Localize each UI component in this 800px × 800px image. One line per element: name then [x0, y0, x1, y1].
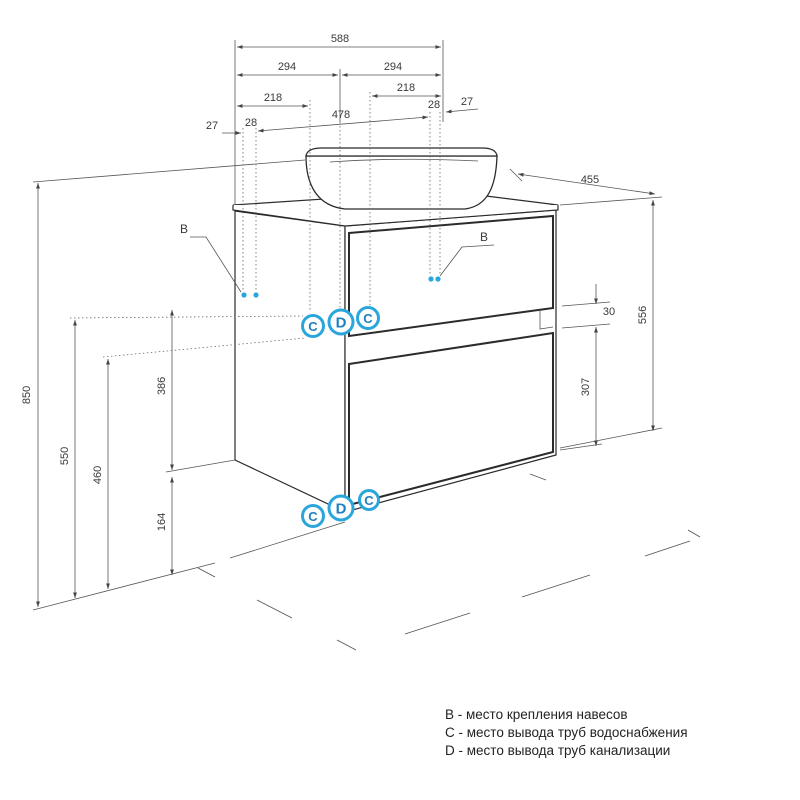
dimension-line-edge-right	[445, 108, 479, 114]
wall-top-line	[32, 159, 306, 183]
extension-line	[561, 323, 611, 329]
water-marker-ring	[356, 306, 380, 330]
mount-point-dot	[428, 276, 434, 282]
extension-line	[165, 459, 236, 473]
dimension-inner-width: 478	[332, 109, 350, 121]
floor-line	[404, 612, 471, 635]
floor-line	[521, 574, 591, 598]
mount-point-dot	[253, 292, 259, 298]
dimension-half-left: 294	[278, 61, 296, 73]
extension-line	[559, 443, 603, 451]
mount-label-left: B	[180, 222, 188, 236]
dimension-depth: 455	[581, 174, 599, 186]
water-marker-letter: C	[308, 319, 318, 334]
dimension-mount-right: 28	[428, 99, 440, 111]
dimension-line-inner-width	[257, 115, 429, 133]
drain-marker-ring	[327, 494, 355, 522]
dimension-leg-height: 164	[156, 513, 168, 531]
mount-point-dot	[241, 292, 247, 298]
dimension-total-height: 850	[21, 386, 33, 404]
dimension-water-pipe-height: 550	[59, 447, 71, 465]
sink-rim	[305, 147, 498, 157]
mount-leader-left	[190, 236, 242, 293]
water-marker-ring	[301, 314, 325, 338]
left-dimensions: 850 550 460 386 164	[21, 183, 236, 607]
water-marker-letter: C	[308, 509, 318, 524]
mount-points: B B	[180, 222, 495, 298]
legend-item-drain: D - место вывода труб канализации	[445, 743, 670, 758]
right-dimensions: 455 556 30 307	[509, 168, 663, 451]
cabinet	[232, 190, 559, 513]
wall-bottom-line	[32, 562, 216, 611]
extension-line	[559, 427, 663, 449]
lower-drawer	[348, 331, 554, 507]
drawer-gap-notch	[539, 311, 554, 330]
dimension-side-height: 556	[637, 306, 649, 324]
dimension-mount-left: 28	[245, 117, 257, 129]
floor-line	[529, 473, 547, 481]
dimension-lower-drawer-height: 307	[580, 378, 592, 396]
dimension-edge-left: 27	[206, 120, 218, 132]
legend-item-water: C - место вывода труб водоснабжения	[445, 725, 688, 740]
wall-reference-lines	[32, 159, 346, 611]
floor-line	[197, 567, 216, 578]
guide-lines	[69, 92, 441, 358]
mount-label-right: B	[480, 230, 488, 244]
cabinet-left-side	[234, 210, 346, 513]
dimension-half-right: 294	[384, 61, 402, 73]
top-dimensions: 588 294 294 218 218 27 28 478 28 27	[206, 33, 479, 205]
floor-line	[644, 540, 691, 557]
sink-bowl	[305, 155, 498, 210]
dimension-edge-right: 27	[461, 96, 473, 108]
dimension-drain-height: 460	[92, 466, 104, 484]
extension-line	[561, 301, 611, 307]
water-marker-letter: C	[363, 311, 373, 326]
extension-line	[559, 196, 663, 206]
mount-point-dot	[435, 276, 441, 282]
floor-lines	[197, 473, 701, 651]
dimension-gap: 30	[603, 306, 615, 318]
floor-line	[336, 639, 357, 651]
drain-marker-letter: D	[336, 315, 347, 332]
drain-marker-ring	[327, 308, 355, 336]
water-marker-letter: C	[364, 493, 374, 508]
wall-bottom-line	[229, 521, 346, 559]
countertop-edge	[232, 205, 559, 227]
drain-marker-letter: D	[336, 501, 347, 518]
upper-drawer	[348, 214, 554, 338]
floor-line	[256, 599, 293, 619]
dimension-offset-left: 218	[264, 92, 282, 104]
dimension-total-width: 588	[331, 33, 349, 45]
pipe-markers-lower: C D C	[301, 489, 380, 528]
guide-line	[69, 315, 304, 319]
water-marker-ring	[358, 489, 380, 511]
dimension-offset-right: 218	[397, 82, 415, 94]
water-marker-ring	[301, 504, 325, 528]
mount-leader-right	[439, 244, 495, 277]
dimension-line-depth	[517, 172, 656, 196]
sink-inner-rim	[329, 158, 479, 163]
dimension-upper-height: 386	[156, 377, 168, 395]
legend: B - место крепления навесов C - место вы…	[445, 707, 688, 758]
extension-line	[509, 168, 523, 182]
pipe-markers-upper: C D C	[301, 306, 380, 338]
legend-item-mount: B - место крепления навесов	[445, 707, 628, 722]
floor-line	[687, 529, 701, 538]
guide-line	[102, 337, 306, 358]
vessel-sink	[305, 147, 498, 210]
